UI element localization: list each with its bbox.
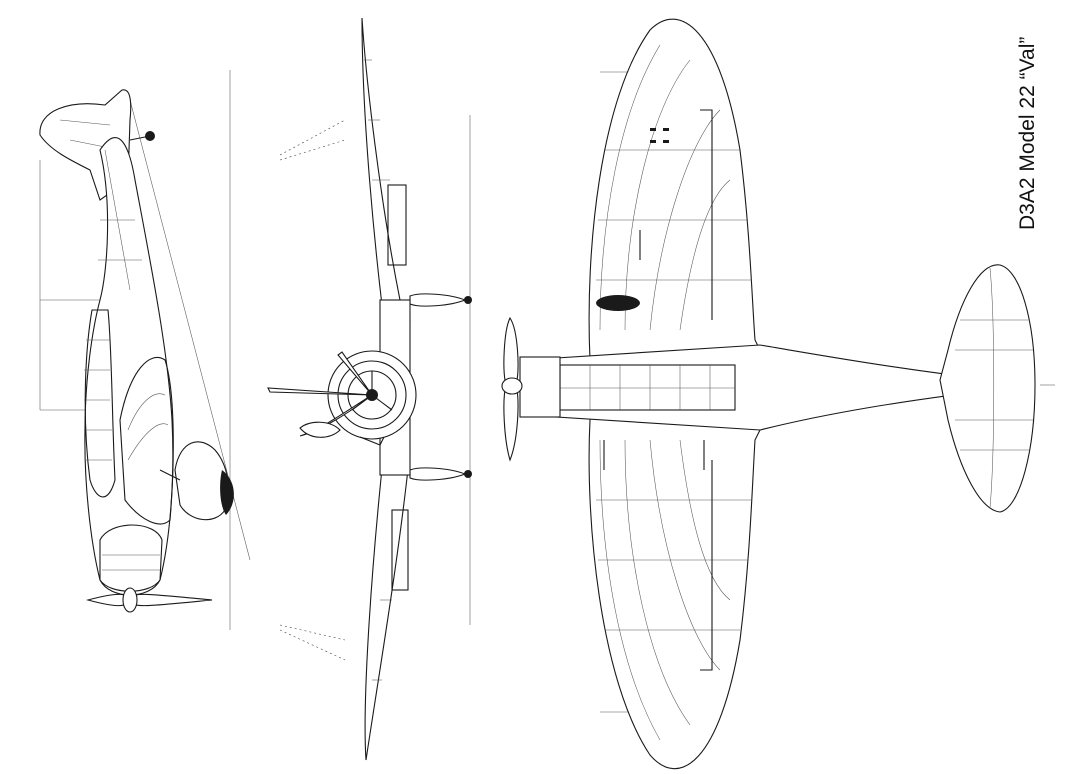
front-wing-bomb-upper: [409, 293, 467, 307]
front-wing-upper: [361, 17, 411, 331]
top-stabilizer: [939, 264, 1036, 513]
side-fuselage: [84, 137, 174, 596]
side-propeller: [85, 593, 213, 607]
front-view: [267, 17, 472, 761]
front-wing-bomb-lower: [409, 467, 467, 481]
top-view: [501, 18, 1055, 770]
side-canopy: [84, 309, 116, 498]
side-wheel: [220, 470, 234, 515]
side-wing: [119, 357, 174, 525]
side-cowling: [99, 524, 163, 592]
top-cockpit: [559, 364, 736, 411]
side-view: [39, 70, 251, 630]
top-oil-cooler: [596, 295, 640, 311]
top-cowling: [519, 356, 561, 418]
front-propeller: [299, 394, 373, 437]
